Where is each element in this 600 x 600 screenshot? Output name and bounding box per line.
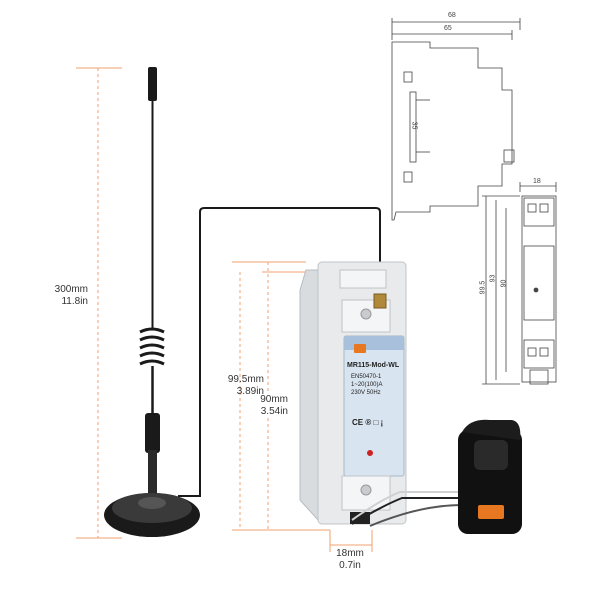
front-technical-drawing <box>482 182 557 385</box>
din-rail-meter <box>299 261 407 525</box>
ct-cable <box>351 491 463 527</box>
meter-width-mm: 18mm <box>336 548 364 559</box>
meter-standard: EN50470-1 <box>351 374 382 380</box>
meter-width-label: 18mm 0.7in <box>322 548 378 572</box>
side-body-width: 65 <box>444 25 452 32</box>
cable-offset-label: 99.5mm 3.89in <box>186 374 264 398</box>
meter-voltage: 230V 50Hz <box>351 390 381 396</box>
front-height-body: 93 <box>489 274 497 283</box>
ct-clamp <box>458 419 522 534</box>
side-technical-drawing <box>391 18 521 221</box>
antenna-dimension-line <box>76 67 122 539</box>
meter-width-in: 0.7in <box>339 560 361 571</box>
meter-width-dimension-line <box>329 530 373 552</box>
antenna-height-label: 300mm 11.8in <box>20 284 88 308</box>
side-rail-height: 35 <box>410 121 418 130</box>
brand-logo-icon <box>354 344 366 353</box>
front-height-inner: 90 <box>500 279 508 288</box>
side-overall-width: 68 <box>448 12 456 19</box>
front-height-overall: 99.5 <box>479 280 487 295</box>
cable-offset-in: 3.89in <box>236 386 264 397</box>
meter-height-label: 90mm 3.54in <box>252 394 288 418</box>
antenna <box>104 67 200 537</box>
meter-height-in: 3.54in <box>260 406 288 417</box>
meter-current: 1~20(100)A <box>351 382 383 388</box>
meter-model: MR115-Mod-WL <box>347 362 400 369</box>
ct-brand-logo-icon <box>478 505 504 519</box>
front-width: 18 <box>533 178 541 185</box>
antenna-cable <box>178 207 381 497</box>
antenna-coil <box>139 327 165 366</box>
meter-height-mm: 90mm <box>260 394 288 405</box>
meter-cert-marks: CE ® □ ¡ <box>352 418 384 427</box>
antenna-height-mm: 300mm <box>54 284 88 295</box>
antenna-height-in: 11.8in <box>61 296 88 307</box>
cable-offset-mm: 99.5mm <box>227 374 264 385</box>
status-led-icon <box>367 450 373 456</box>
